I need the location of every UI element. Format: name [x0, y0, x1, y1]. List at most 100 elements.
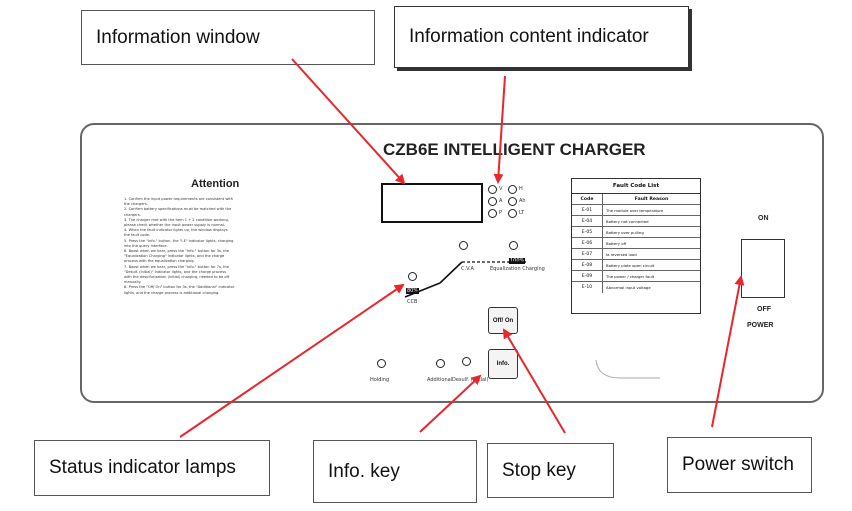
lamp-label-ccb: CCB	[407, 299, 418, 305]
power-switch[interactable]	[741, 239, 785, 298]
arrow-info-key	[419, 374, 482, 433]
lamp-label-desulf: Desulf. (Initial)	[452, 377, 489, 383]
lamp-label-100-percent: 100%	[509, 258, 526, 264]
fault-reason: Ia reversed load	[606, 251, 637, 257]
arrow-information-content-indicator	[493, 75, 506, 184]
indicator-lamp-h	[508, 185, 517, 194]
status-lamp-equalization	[509, 241, 518, 250]
callout-information-window: Information window	[81, 10, 375, 65]
fault-code: E-01	[572, 205, 603, 215]
attention-item: the chargers.	[124, 202, 148, 207]
lamp-label-cva: C.V.A	[461, 266, 474, 272]
fault-reason: Abnormal input voltage	[606, 285, 651, 290]
callout-stop-key-text: Stop key	[502, 459, 576, 481]
attention-item: 3. The charger met with the item 1 + 2 c…	[124, 217, 229, 222]
fault-code: E-10	[572, 282, 603, 293]
attention-item: with the desulfurization (initial) charg…	[124, 275, 230, 280]
callout-stop-key: Stop key	[487, 443, 614, 498]
fault-table-row: E-10 Abnormal input voltage	[572, 282, 700, 293]
indicator-label-v: V	[499, 186, 503, 192]
status-lamp-desulf	[462, 357, 471, 366]
attention-list: 1. Confirm the input power requirements …	[124, 197, 306, 296]
fault-table-header-row: Code Fault Reason	[572, 194, 700, 205]
lamp-label-additional: Additional	[427, 377, 453, 383]
attention-item: 6. Boost when we hear, press the "Info."…	[124, 249, 230, 254]
fault-reason: The module over temperature	[606, 207, 664, 213]
fault-code: E-05	[572, 227, 603, 237]
callout-status-indicator-lamps-text: Status indicator lamps	[49, 457, 236, 478]
attention-item: 1. Confirm the input power requirements …	[124, 197, 233, 201]
power-label: POWER	[747, 322, 774, 329]
panel-title: CZB6E INTELLIGENT CHARGER	[383, 140, 646, 159]
fault-reason: Battery not connected	[606, 218, 649, 224]
callout-info-key: Info. key	[313, 440, 477, 503]
lamp-label-equalization: Equalization Charging	[490, 266, 545, 272]
indicator-lamp-lt	[508, 209, 517, 218]
lamp-label-80-percent: 80%	[406, 288, 420, 294]
curve-segment	[439, 261, 463, 284]
curve-segment	[404, 282, 441, 298]
fault-table-row: E-09 The power / charger fault	[572, 271, 700, 282]
indicator-label-p: P	[499, 210, 503, 216]
fault-reason: Battery over pulling	[606, 229, 644, 235]
arrow-status-indicator-lamps	[179, 283, 405, 438]
attention-item: 2. Confirm battery specifications must b…	[124, 207, 232, 212]
callout-information-content-indicator-text: Information content indicator	[409, 26, 649, 47]
info-key-button[interactable]: Info.	[488, 349, 518, 379]
attention-heading: Attention	[191, 178, 240, 190]
fault-code: E-09	[572, 271, 603, 281]
attention-item: 7. Boost when we hear, press the "Info."…	[124, 264, 230, 269]
arrow-power-switch	[711, 275, 745, 428]
indicator-label-a: A	[499, 198, 503, 204]
attention-item: 5. Press the "Info." button, the "I.E" i…	[124, 238, 234, 243]
attention-item: "Equalization Charging" indicator lights…	[124, 254, 225, 259]
attention-item: into the query interface.	[124, 243, 168, 248]
attention-item: please check whether the input power sup…	[124, 223, 225, 228]
callout-information-content-indicator: Information content indicator	[394, 6, 689, 68]
fault-table-row: E-08 Battery plate open circuit	[572, 260, 700, 271]
fault-code-table: Fault Code List Code Fault Reason E-01 T…	[571, 178, 701, 314]
indicator-label-ah: Ah	[519, 198, 526, 204]
attention-item: 4. When the fault indicator lights up, t…	[124, 228, 228, 233]
lamp-label-holding: Holding	[370, 377, 390, 383]
fault-code: E-04	[572, 216, 603, 226]
indicator-lamp-ah	[508, 197, 517, 206]
panel-notch	[595, 359, 660, 379]
fault-table-row: E-04 Battery not connected	[572, 216, 700, 227]
power-on-label: ON	[758, 215, 769, 222]
attention-item: manually.	[124, 280, 142, 285]
callout-power-switch-text: Power switch	[682, 454, 794, 475]
charging-curve	[404, 261, 526, 298]
fault-col-code: Code	[572, 194, 603, 204]
fault-table-title: Fault Code List	[572, 179, 700, 194]
fault-reason: Battery off	[606, 240, 627, 246]
fault-table-row: E-06 Battery off	[572, 238, 700, 249]
callout-status-indicator-lamps: Status indicator lamps	[34, 440, 270, 496]
fault-table-row: E-07 Ia reversed load	[572, 249, 700, 260]
status-lamp-ccb	[408, 272, 417, 281]
status-lamp-cva	[459, 241, 468, 250]
attention-item: the fault code.	[124, 233, 151, 238]
arrow-information-window	[291, 58, 406, 185]
arrow-stop-key	[502, 328, 566, 434]
attention-item: "Desulf. (Initial)" indicator lights, an…	[124, 269, 226, 274]
indicator-label-h: H	[519, 186, 523, 192]
attention-item: lights, and the charge process is additi…	[124, 290, 220, 295]
attention-item: chargers.	[124, 212, 141, 217]
fault-code: E-06	[572, 238, 603, 248]
callout-power-switch: Power switch	[667, 437, 812, 493]
information-window-display	[381, 183, 483, 223]
fault-reason: The power / charger fault	[606, 273, 655, 279]
callout-information-window-text: Information window	[96, 26, 260, 48]
fault-col-reason: Fault Reason	[634, 196, 669, 202]
status-lamp-additional	[436, 359, 445, 368]
fault-code: E-07	[572, 249, 603, 259]
indicator-lamp-v	[488, 185, 497, 194]
attention-item: 8. Press the "Off/ On" button for 3s, th…	[124, 285, 235, 290]
power-off-label: OFF	[757, 306, 771, 313]
attention-item: process with the equalization charging.	[124, 259, 195, 264]
status-lamp-holding	[377, 359, 386, 368]
callout-info-key-text: Info. key	[328, 460, 400, 482]
fault-table-row: E-05 Battery over pulling	[572, 227, 700, 238]
